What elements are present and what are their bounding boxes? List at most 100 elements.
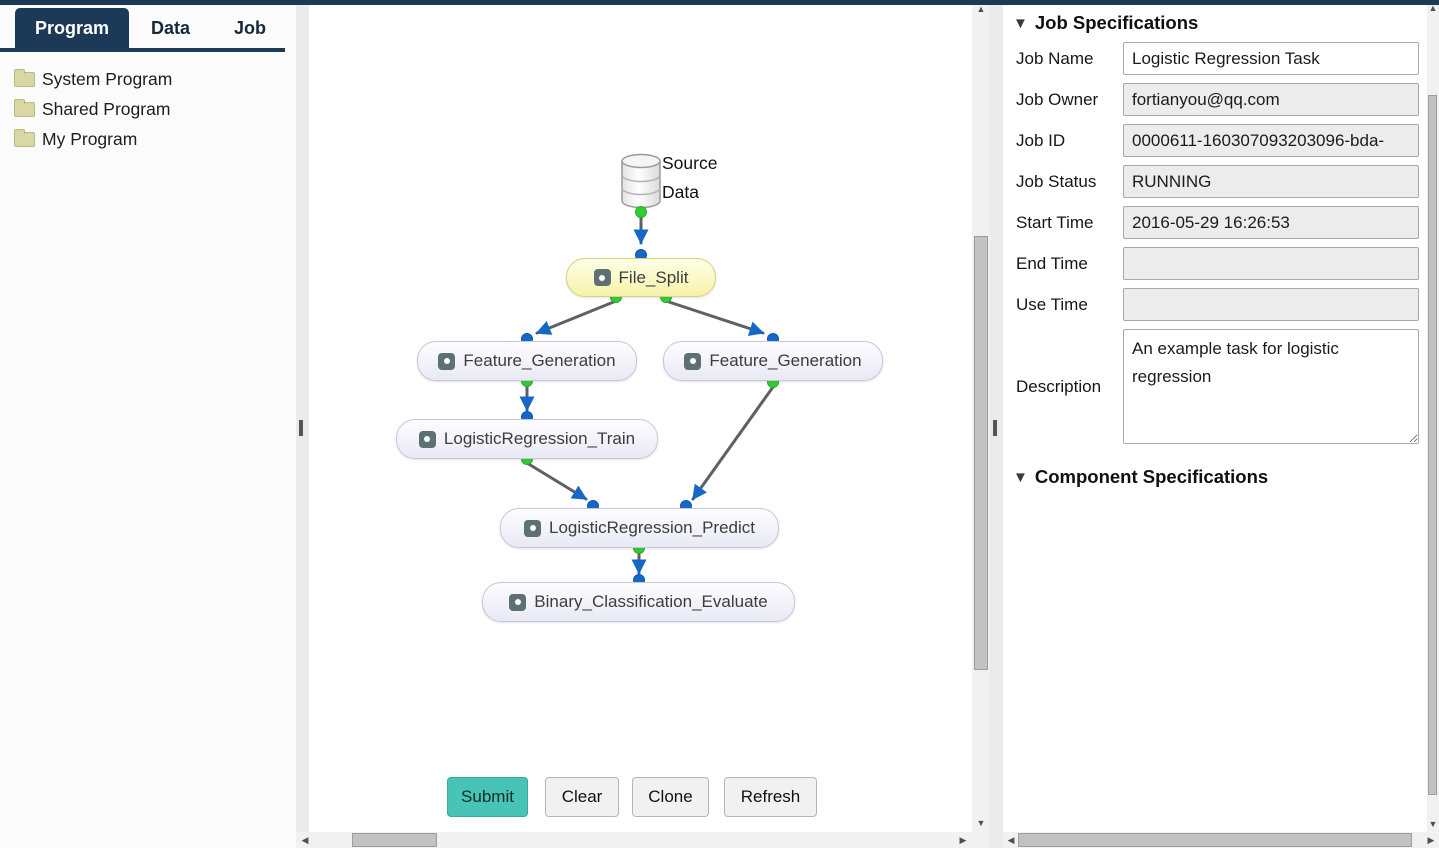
component-icon xyxy=(524,519,541,537)
flow-node-feature-generation-2[interactable]: Feature_Generation xyxy=(663,341,883,381)
field-row-job-status: Job Status xyxy=(1003,165,1427,198)
edge-file-split-to-feature-generation-1 xyxy=(535,299,618,335)
tree-item-label: My Program xyxy=(42,128,138,149)
field-row-use-time: Use Time xyxy=(1003,288,1427,321)
job-owner-input[interactable] xyxy=(1123,83,1419,116)
left-splitter[interactable] xyxy=(296,0,309,848)
edge-logistic-regression-train-to-logistic-regression-predict xyxy=(525,461,588,501)
source-data-label: Source Data xyxy=(662,153,718,202)
folder-icon xyxy=(14,128,35,147)
clone-button[interactable]: Clone xyxy=(632,777,709,817)
tab-underline xyxy=(0,48,285,52)
splitter-grip-icon xyxy=(993,420,997,436)
component-icon xyxy=(684,352,702,370)
edge-feature-generation-2-to-logistic-regression-predict xyxy=(691,385,775,501)
component-icon xyxy=(418,430,436,448)
section-title: Job Specifications xyxy=(1034,12,1199,33)
description-label: Description xyxy=(1016,376,1102,396)
flow-node-logistic-regression-train[interactable]: LogisticRegression_Train xyxy=(396,419,658,459)
job-specifications-header: ▼ Job Specifications xyxy=(1003,0,1427,42)
scroll-down-icon[interactable]: ▼ xyxy=(976,818,986,828)
folder-icon xyxy=(14,98,35,117)
scroll-up-icon[interactable]: ▲ xyxy=(1428,3,1438,13)
job-id-input[interactable] xyxy=(1123,124,1419,157)
canvas-hscroll-thumb[interactable] xyxy=(352,833,437,847)
node-label: File_Split xyxy=(618,267,689,287)
job-status-label: Job Status xyxy=(1016,171,1097,191)
field-row-end-time: End Time xyxy=(1003,247,1427,280)
use-time-label: Use Time xyxy=(1016,294,1088,314)
collapse-triangle-icon[interactable]: ▼ xyxy=(1013,14,1028,32)
scroll-left-icon[interactable]: ◀ xyxy=(301,835,309,845)
start-time-input[interactable] xyxy=(1123,206,1419,239)
splitter-grip-icon xyxy=(299,420,303,436)
refresh-button[interactable]: Refresh xyxy=(724,777,817,817)
program-tree: System Program Shared Program My Program xyxy=(14,64,172,154)
node-label: LogisticRegression_Predict xyxy=(549,518,755,537)
job-owner-label: Job Owner xyxy=(1016,89,1099,109)
panel-hscroll-thumb[interactable] xyxy=(1018,833,1412,847)
node-label: Binary_Classification_Evaluate xyxy=(534,592,768,611)
sidebar: Program Data Job System Program Shared P… xyxy=(0,0,296,848)
job-name-label: Job Name xyxy=(1016,48,1094,68)
component-specifications-header: ▼ Component Specifications xyxy=(1003,452,1427,496)
panel-vscroll-thumb[interactable] xyxy=(1428,95,1437,795)
scroll-down-icon[interactable]: ▼ xyxy=(1428,819,1438,829)
flow-edges-layer xyxy=(519,153,779,586)
source-data-icon[interactable] xyxy=(621,153,661,209)
edge-file-split-to-feature-generation-2 xyxy=(664,299,765,336)
tree-item-label: System Program xyxy=(42,68,173,89)
use-time-input[interactable] xyxy=(1123,288,1419,321)
node-label: Feature_Generation xyxy=(463,351,616,370)
canvas-vscroll-thumb[interactable] xyxy=(974,236,988,670)
tab-program[interactable]: Program xyxy=(15,8,130,49)
start-time-label: Start Time xyxy=(1016,212,1094,232)
job-status-input[interactable] xyxy=(1123,165,1419,198)
field-row-job-name: Job Name xyxy=(1003,42,1427,75)
clear-button[interactable]: Clear xyxy=(545,777,619,817)
node-label: Feature_Generation xyxy=(709,351,862,370)
component-icon xyxy=(509,593,527,611)
section-title: Component Specifications xyxy=(1034,466,1269,487)
output-port-icon[interactable] xyxy=(635,206,647,218)
right-splitter[interactable] xyxy=(990,0,1003,848)
node-label: LogisticRegression_Train xyxy=(443,429,636,448)
tab-job[interactable]: Job xyxy=(234,18,267,38)
tab-data[interactable]: Data xyxy=(151,18,191,38)
field-row-job-id: Job ID xyxy=(1003,124,1427,157)
panel-vertical-scrollbar[interactable]: ▲ ▼ xyxy=(1427,0,1439,832)
scroll-right-icon[interactable]: ▶ xyxy=(1427,835,1435,845)
end-time-input[interactable] xyxy=(1123,247,1419,280)
scroll-up-icon[interactable]: ▲ xyxy=(976,4,986,14)
component-icon xyxy=(593,269,611,286)
collapse-triangle-icon[interactable]: ▼ xyxy=(1013,468,1028,486)
sidebar-tabs: Program Data Job xyxy=(15,8,288,49)
field-row-description: Description An example task for logistic… xyxy=(1003,329,1427,444)
panel-horizontal-scrollbar[interactable]: ◀ ▶ xyxy=(1003,832,1439,848)
scroll-right-icon[interactable]: ▶ xyxy=(959,835,967,845)
flow-node-logistic-regression-predict[interactable]: LogisticRegression_Predict xyxy=(500,508,779,548)
scrollbar-corner xyxy=(972,832,990,848)
submit-button[interactable]: Submit xyxy=(447,777,528,817)
job-specifications-panel: ▼ Job Specifications Job Name Job Owner … xyxy=(1003,0,1427,832)
canvas-vertical-scrollbar[interactable]: ▲ ▼ xyxy=(972,0,990,832)
end-time-label: End Time xyxy=(1016,253,1088,273)
job-id-label: Job ID xyxy=(1016,130,1066,150)
flow-node-file-split[interactable]: File_Split xyxy=(566,258,716,297)
description-textarea[interactable]: An example task for logistic regression xyxy=(1123,329,1419,444)
sidebar-item-my-program[interactable]: My Program xyxy=(14,124,172,154)
tree-item-label: Shared Program xyxy=(42,98,171,119)
sidebar-item-shared-program[interactable]: Shared Program xyxy=(14,94,172,124)
field-row-job-owner: Job Owner xyxy=(1003,83,1427,116)
field-row-start-time: Start Time xyxy=(1003,206,1427,239)
flow-node-binary-classification-evaluate[interactable]: Binary_Classification_Evaluate xyxy=(482,582,795,622)
sidebar-item-system-program[interactable]: System Program xyxy=(14,64,172,94)
flow-node-feature-generation-1[interactable]: Feature_Generation xyxy=(417,341,637,381)
top-accent-bar xyxy=(0,0,1439,5)
canvas-horizontal-scrollbar[interactable]: ◀ ▶ xyxy=(296,832,972,848)
component-icon xyxy=(438,352,456,370)
folder-icon xyxy=(14,68,35,87)
scroll-left-icon[interactable]: ◀ xyxy=(1007,835,1015,845)
job-name-input[interactable] xyxy=(1123,42,1419,75)
